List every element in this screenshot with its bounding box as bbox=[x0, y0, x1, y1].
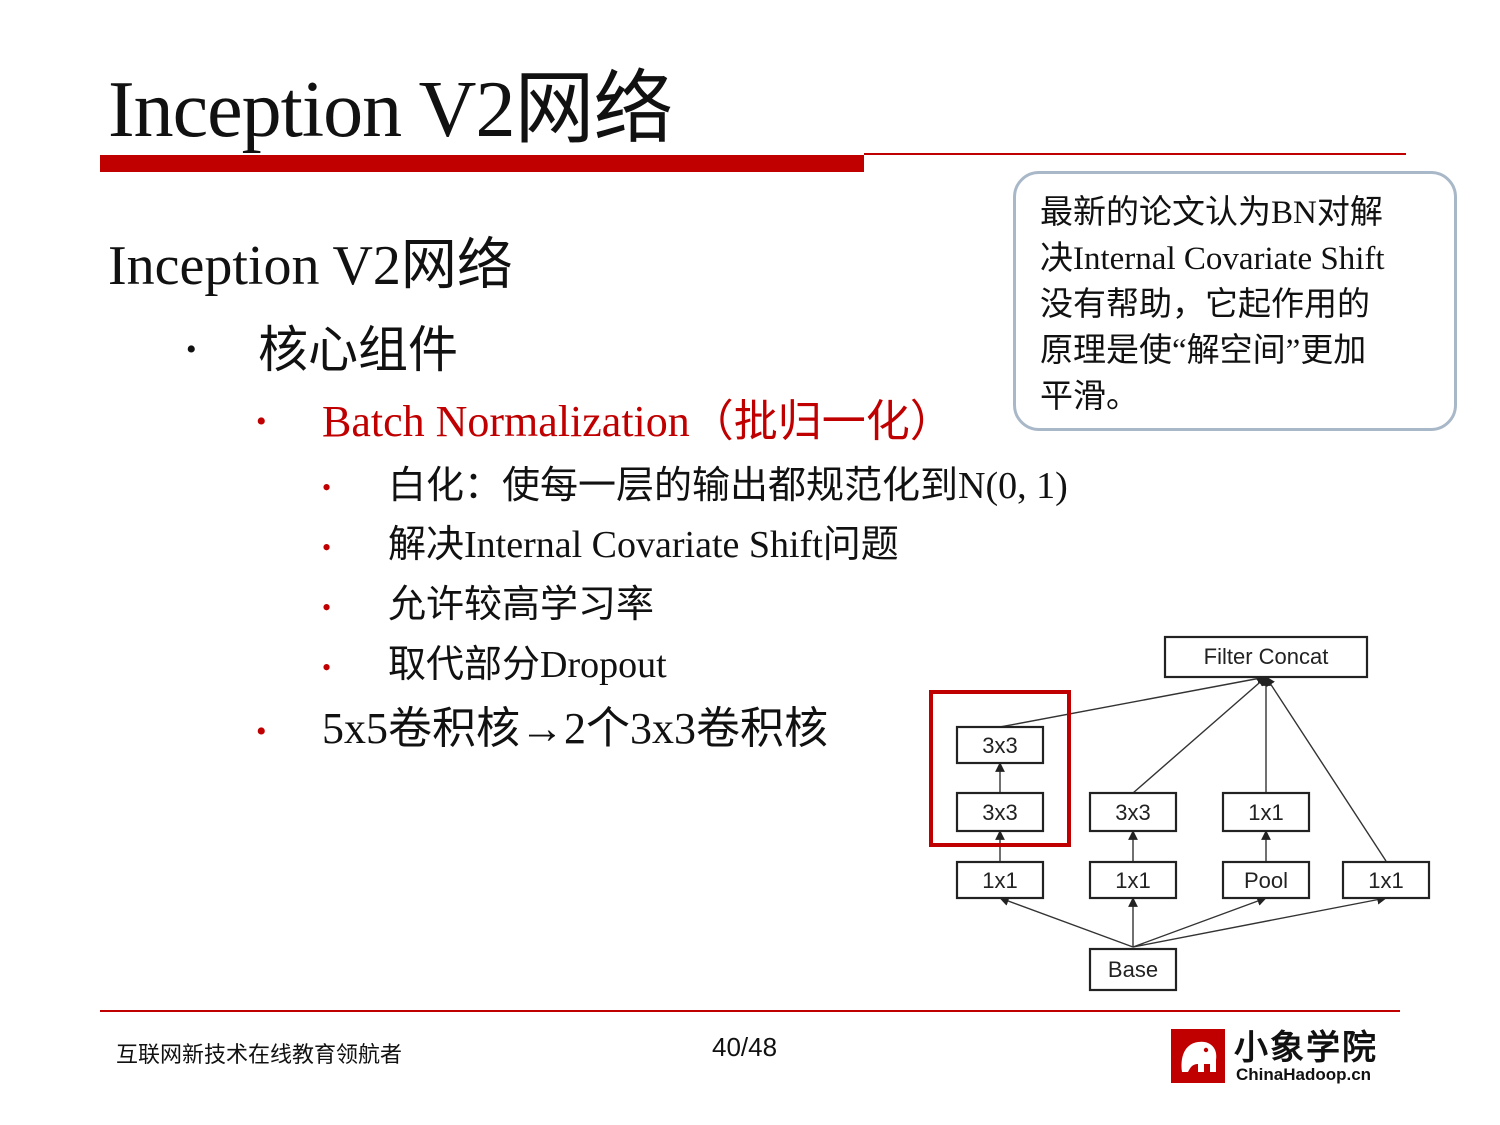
node-label: 3x3 bbox=[982, 733, 1017, 758]
title-underline-thin bbox=[864, 153, 1406, 155]
edge bbox=[1132, 896, 1267, 948]
elephant-logo-icon bbox=[1171, 1029, 1225, 1083]
bullet-internal-covariate-shift: 解决Internal Covariate Shift问题 bbox=[388, 524, 899, 566]
node-base bbox=[1088, 947, 1178, 992]
node-branch2-mid bbox=[1088, 791, 1178, 833]
edge bbox=[999, 673, 1267, 728]
node-branch1-mid bbox=[955, 791, 1045, 833]
title-underline-thick bbox=[100, 155, 864, 172]
bullet-conv-kernels: 5x5卷积核→2个3x3卷积核 bbox=[322, 704, 828, 753]
footer-slogan: 互联网新技术在线教育领航者 bbox=[116, 1042, 403, 1067]
bullet-icon: • bbox=[322, 593, 332, 622]
bullet-icon: • bbox=[256, 715, 267, 748]
node-branch1-bottom bbox=[955, 860, 1045, 900]
inception-module-diagram: Filter Concat 3x3 3x3 3x3 1x1 1x1 1x1 Po… bbox=[929, 635, 1431, 992]
node-label: Filter Concat bbox=[1204, 644, 1329, 669]
node-branch4-bottom bbox=[1341, 860, 1431, 900]
callout-line: 平滑。 bbox=[1040, 379, 1139, 415]
edge bbox=[1132, 894, 1387, 948]
node-label: 3x3 bbox=[982, 800, 1017, 825]
callout-line: 决Internal Covariate Shift bbox=[1040, 241, 1385, 277]
callout-box bbox=[1013, 171, 1457, 431]
node-label: 3x3 bbox=[1115, 800, 1150, 825]
bullet-learning-rate: 允许较高学习率 bbox=[388, 584, 655, 626]
bullet-core-components: 核心组件 bbox=[258, 322, 458, 378]
callout-line: 没有帮助，它起作用的 bbox=[1040, 287, 1370, 323]
bullet-icon: • bbox=[186, 333, 197, 366]
node-label: Base bbox=[1108, 957, 1158, 982]
logo-domain: ChinaHadoop.cn bbox=[1236, 1065, 1372, 1084]
node-label: Pool bbox=[1244, 868, 1288, 893]
slide-title: Inception V2网络 bbox=[108, 66, 673, 154]
section-heading: Inception V2网络 bbox=[108, 235, 513, 297]
edge bbox=[999, 896, 1134, 948]
node-label: 1x1 bbox=[982, 868, 1017, 893]
callout-text: 最新的论文认为BN对解 决Internal Covariate Shift 没有… bbox=[1040, 190, 1440, 420]
bullet-icon: • bbox=[322, 533, 332, 562]
callout-line: 原理是使“解空间”更加 bbox=[1040, 333, 1367, 369]
node-filter-concat bbox=[1163, 635, 1369, 679]
node-branch2-bottom bbox=[1088, 860, 1178, 900]
node-branch1-top bbox=[955, 725, 1045, 765]
node-branch3-mid bbox=[1221, 791, 1311, 833]
footer-divider bbox=[100, 1010, 1400, 1012]
bullet-icon: • bbox=[322, 653, 332, 682]
page-number: 40/48 bbox=[712, 1032, 778, 1062]
logo-name: 小象学院 bbox=[1234, 1029, 1378, 1067]
bullet-icon: • bbox=[322, 473, 332, 502]
node-label: 1x1 bbox=[1115, 868, 1150, 893]
node-label: 1x1 bbox=[1368, 868, 1403, 893]
node-branch3-bottom bbox=[1221, 860, 1311, 900]
bullet-dropout: 取代部分Dropout bbox=[388, 644, 667, 686]
bullet-batch-normalization: Batch Normalization（批归一化） bbox=[322, 397, 954, 446]
edge bbox=[1265, 676, 1387, 862]
bullet-icon: • bbox=[256, 405, 267, 438]
node-label: 1x1 bbox=[1248, 800, 1283, 825]
bullet-whitening: 白化：使每一层的输出都规范化到N(0, 1) bbox=[388, 465, 1068, 507]
edge bbox=[1132, 676, 1267, 794]
callout-line: 最新的论文认为BN对解 bbox=[1040, 195, 1383, 231]
highlight-box bbox=[929, 690, 1071, 847]
